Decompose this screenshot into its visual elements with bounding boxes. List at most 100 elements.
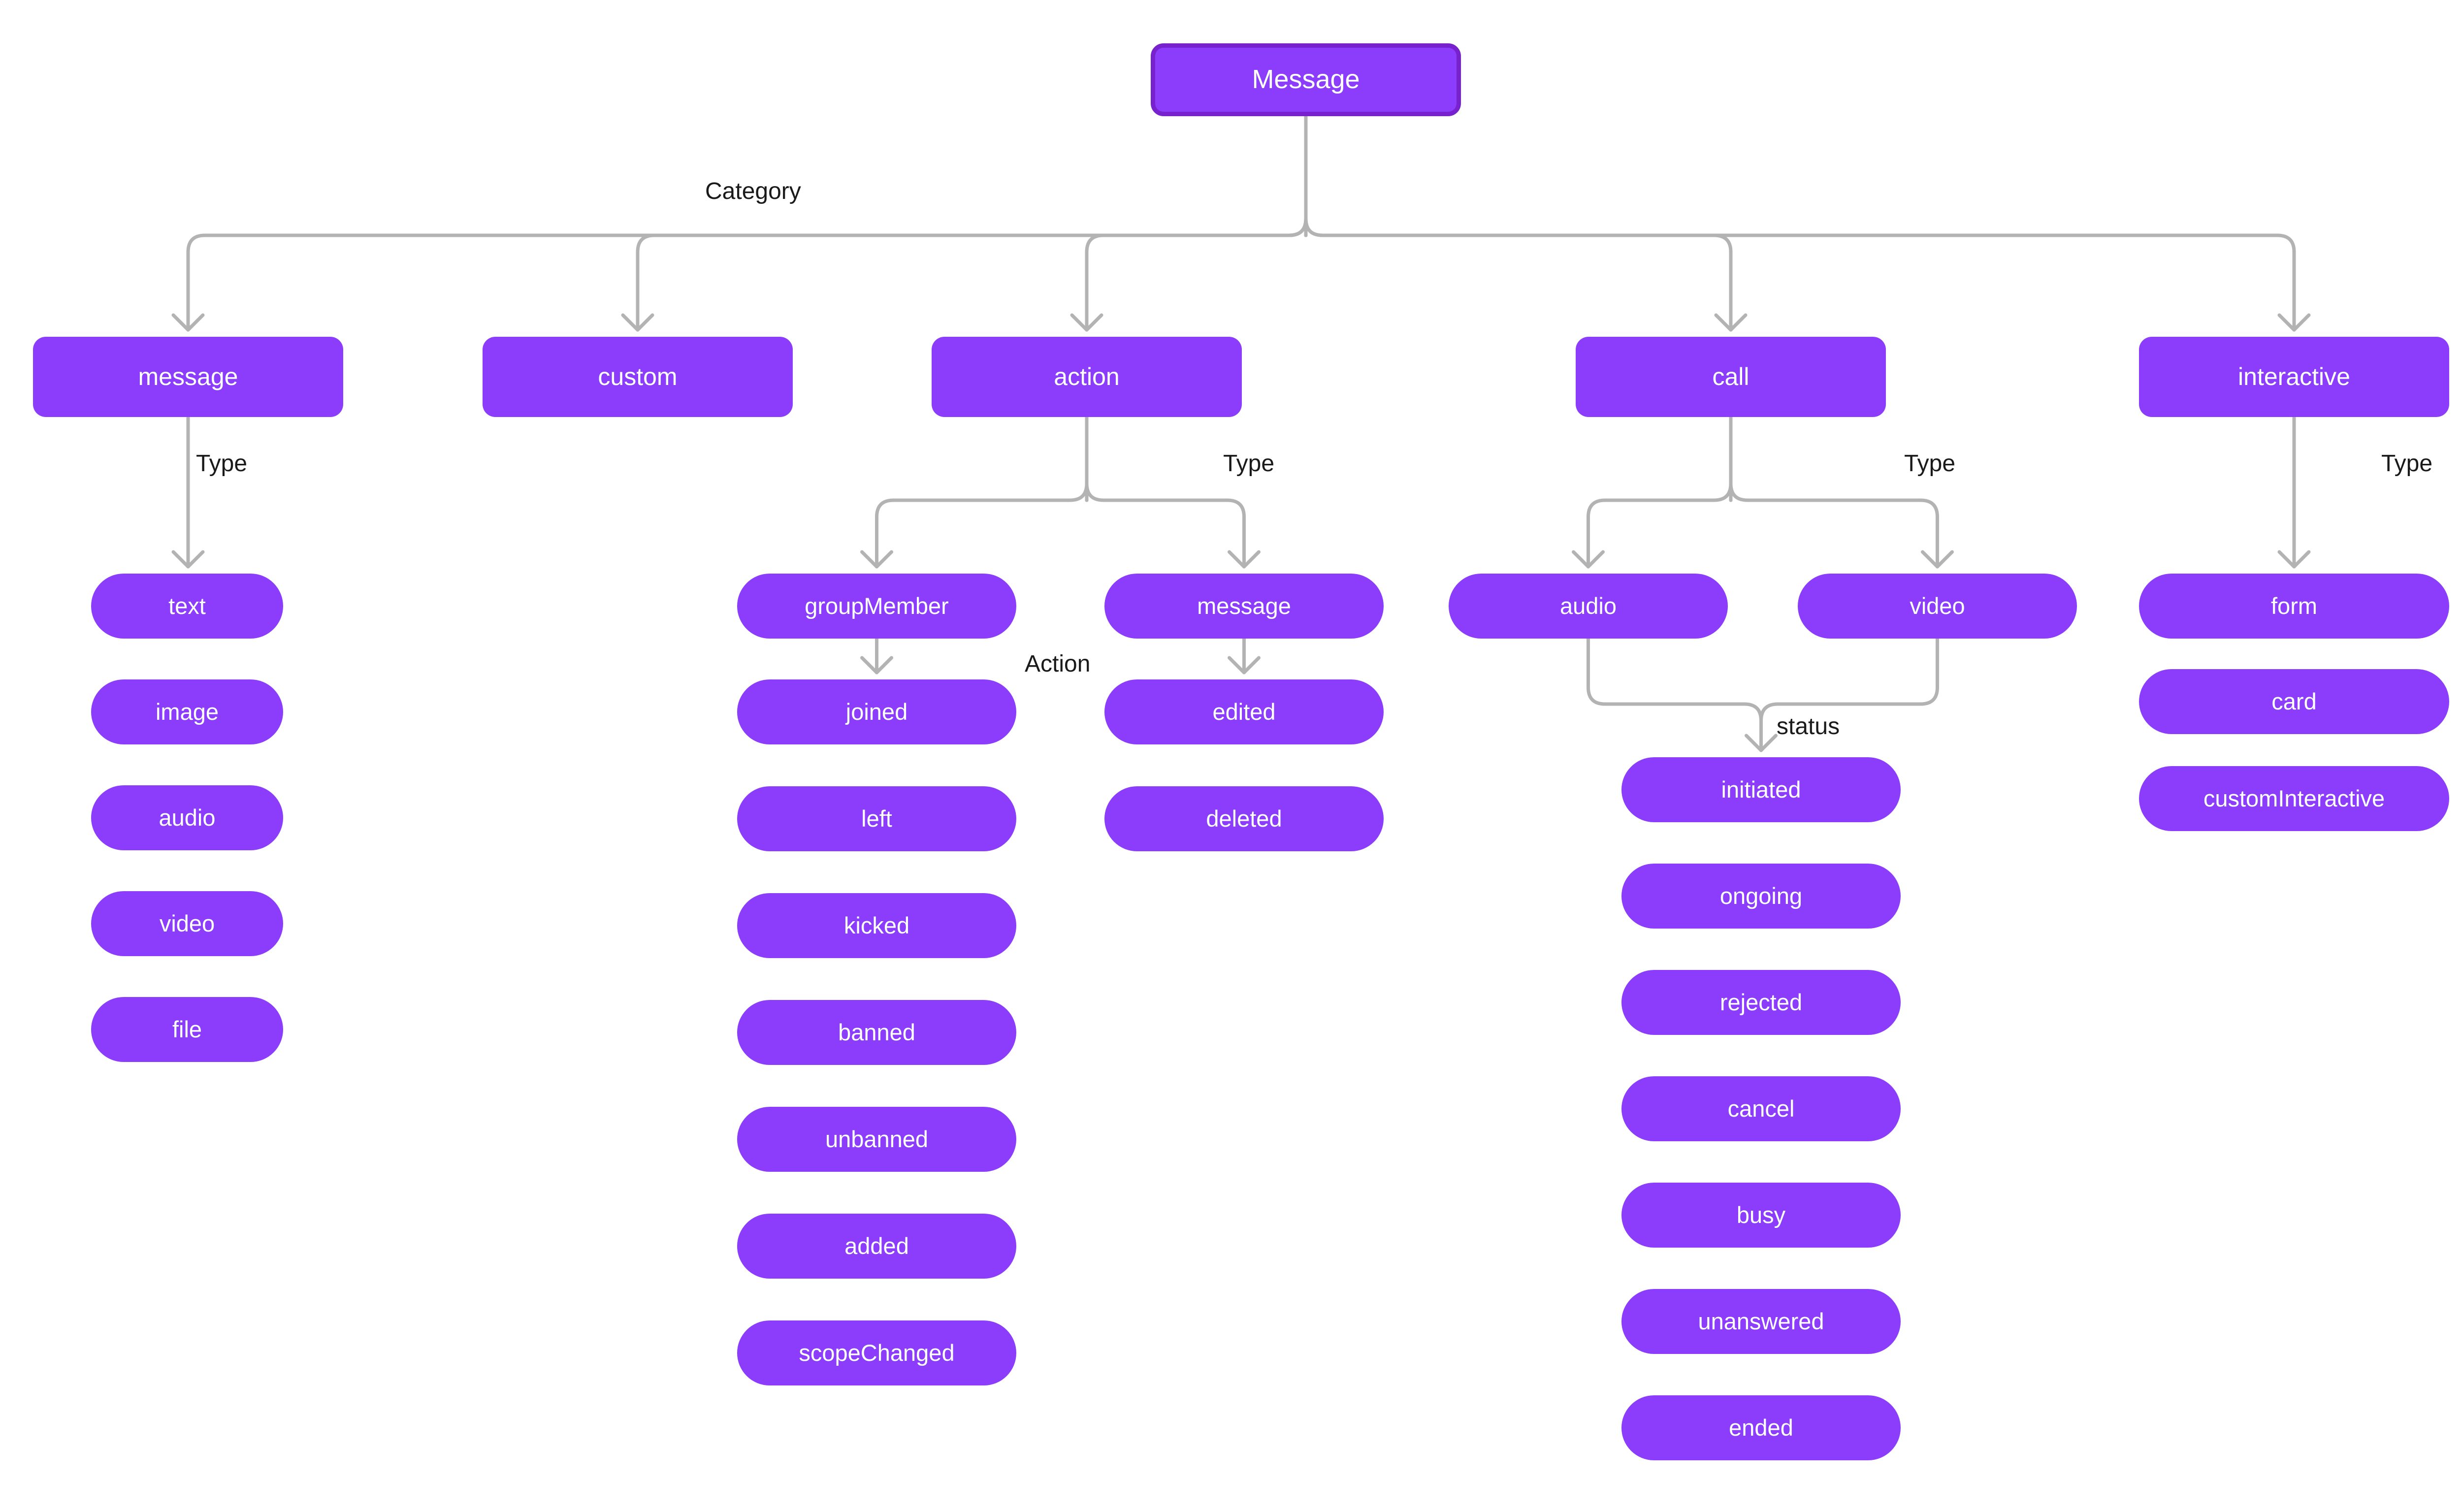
edge-category-action	[1085, 217, 1308, 332]
edge-category-interactive-head	[2277, 313, 2311, 332]
node-label: deleted	[1206, 805, 1282, 832]
edge-category-message	[186, 217, 1308, 332]
node-call-audio[interactable]: audio	[1449, 574, 1728, 639]
node-groupMember-banned[interactable]: banned	[737, 1000, 1016, 1065]
node-label: ongoing	[1719, 883, 1803, 909]
edge-category-custom	[636, 217, 1308, 332]
node-groupMember-joined[interactable]: joined	[737, 679, 1016, 744]
node-label: call	[1712, 363, 1749, 390]
edge-action-action-message-head	[1228, 550, 1261, 569]
node-label: cancel	[1727, 1095, 1795, 1122]
node-label: unanswered	[1698, 1308, 1824, 1335]
node-category-custom[interactable]: custom	[483, 337, 793, 417]
node-label: joined	[845, 699, 908, 725]
node-label: interactive	[2238, 363, 2350, 390]
node-label: kicked	[843, 912, 910, 939]
node-message-image[interactable]: image	[91, 679, 283, 744]
node-message-video[interactable]: video	[91, 891, 283, 956]
node-interactive-form[interactable]: form	[2139, 574, 2449, 639]
node-action-type-groupMember[interactable]: groupMember	[737, 574, 1016, 639]
edge-label-type-call: Type	[1904, 450, 1956, 477]
node-groupMember-unbanned[interactable]: unbanned	[737, 1107, 1016, 1172]
edge-call-call-audio	[1587, 482, 1733, 569]
node-label: audio	[159, 804, 216, 831]
edge-category-custom-head	[621, 313, 654, 332]
edge-action-action-message	[1085, 482, 1246, 569]
node-call-status-ended[interactable]: ended	[1621, 1395, 1901, 1460]
node-action-type-action-message[interactable]: message	[1104, 574, 1384, 639]
node-label: text	[168, 593, 206, 619]
edge-category-message-head	[171, 313, 205, 332]
node-label: message	[1197, 593, 1291, 619]
node-label: customInteractive	[2203, 785, 2385, 812]
node-message-text[interactable]: text	[91, 574, 283, 639]
node-label: image	[155, 699, 219, 725]
node-call-status-rejected[interactable]: rejected	[1621, 970, 1901, 1035]
node-call-status-ongoing[interactable]: ongoing	[1621, 864, 1901, 929]
edge-call-call-video-head	[1921, 550, 1954, 569]
edge-action-groupMember-head	[860, 550, 893, 569]
node-label: file	[172, 1016, 202, 1043]
node-call-status-cancel[interactable]: cancel	[1621, 1076, 1901, 1141]
edge-call-audio-status	[1587, 637, 1763, 752]
edge-call-call-video	[1729, 482, 1939, 569]
node-label: added	[844, 1233, 909, 1259]
node-label: custom	[598, 363, 678, 390]
edge-category-action-head	[1070, 313, 1103, 332]
node-action-message-edited[interactable]: edited	[1104, 679, 1384, 744]
edge-label-action-groupmember: Action	[1025, 651, 1091, 677]
node-category-interactive[interactable]: interactive	[2139, 337, 2449, 417]
node-interactive-card[interactable]: card	[2139, 669, 2449, 734]
node-interactive-customInteractive[interactable]: customInteractive	[2139, 766, 2449, 831]
edge-label-status-call: status	[1777, 713, 1840, 740]
edge-call-call-audio-head	[1572, 550, 1605, 569]
node-label: card	[2271, 688, 2317, 715]
edge-label-type-action: Type	[1223, 450, 1275, 477]
edge-call-status-head	[1745, 734, 1778, 752]
node-label: rejected	[1719, 989, 1803, 1016]
node-label: video	[1910, 593, 1965, 619]
node-label: ended	[1729, 1415, 1793, 1441]
edge-label-category: Category	[705, 178, 801, 204]
node-message-file[interactable]: file	[91, 997, 283, 1062]
node-call-status-unanswered[interactable]: unanswered	[1621, 1289, 1901, 1354]
node-groupMember-left[interactable]: left	[737, 786, 1016, 851]
edge-label-type-interactive: Type	[2381, 450, 2433, 477]
node-groupMember-scopeChanged[interactable]: scopeChanged	[737, 1320, 1016, 1385]
node-label: edited	[1212, 699, 1276, 725]
node-call-status-initiated[interactable]: initiated	[1621, 757, 1901, 822]
node-action-message-deleted[interactable]: deleted	[1104, 786, 1384, 851]
node-label: initiated	[1721, 776, 1801, 803]
node-category-message[interactable]: message	[33, 337, 343, 417]
edge-category-call	[1304, 217, 1733, 332]
node-label: scopeChanged	[799, 1340, 955, 1366]
node-label: Message	[1252, 64, 1360, 95]
node-root-message[interactable]: Message	[1151, 43, 1461, 116]
node-label: message	[138, 363, 238, 390]
edge-category-interactive	[1304, 217, 2296, 332]
edge-category-call-head	[1714, 313, 1748, 332]
node-category-call[interactable]: call	[1576, 337, 1886, 417]
node-call-video[interactable]: video	[1798, 574, 2077, 639]
edge-message-type-head	[171, 550, 205, 569]
edge-action-message-action-head	[1228, 656, 1261, 675]
node-message-audio[interactable]: audio	[91, 785, 283, 850]
node-label: unbanned	[825, 1126, 929, 1153]
node-groupMember-added[interactable]: added	[737, 1214, 1016, 1279]
edge-action-groupMember	[875, 482, 1089, 569]
node-label: action	[1054, 363, 1120, 390]
edge-interactive-type-head	[2277, 550, 2311, 569]
edge-label-type-message: Type	[196, 450, 248, 477]
node-label: form	[2271, 593, 2317, 619]
node-label: groupMember	[805, 593, 949, 619]
node-groupMember-kicked[interactable]: kicked	[737, 893, 1016, 958]
node-label: video	[159, 910, 215, 937]
node-label: audio	[1560, 593, 1617, 619]
node-category-action[interactable]: action	[932, 337, 1242, 417]
node-label: left	[861, 805, 892, 832]
edge-groupMember-action-head	[860, 656, 893, 675]
node-call-status-busy[interactable]: busy	[1621, 1183, 1901, 1248]
node-label: busy	[1736, 1202, 1786, 1228]
